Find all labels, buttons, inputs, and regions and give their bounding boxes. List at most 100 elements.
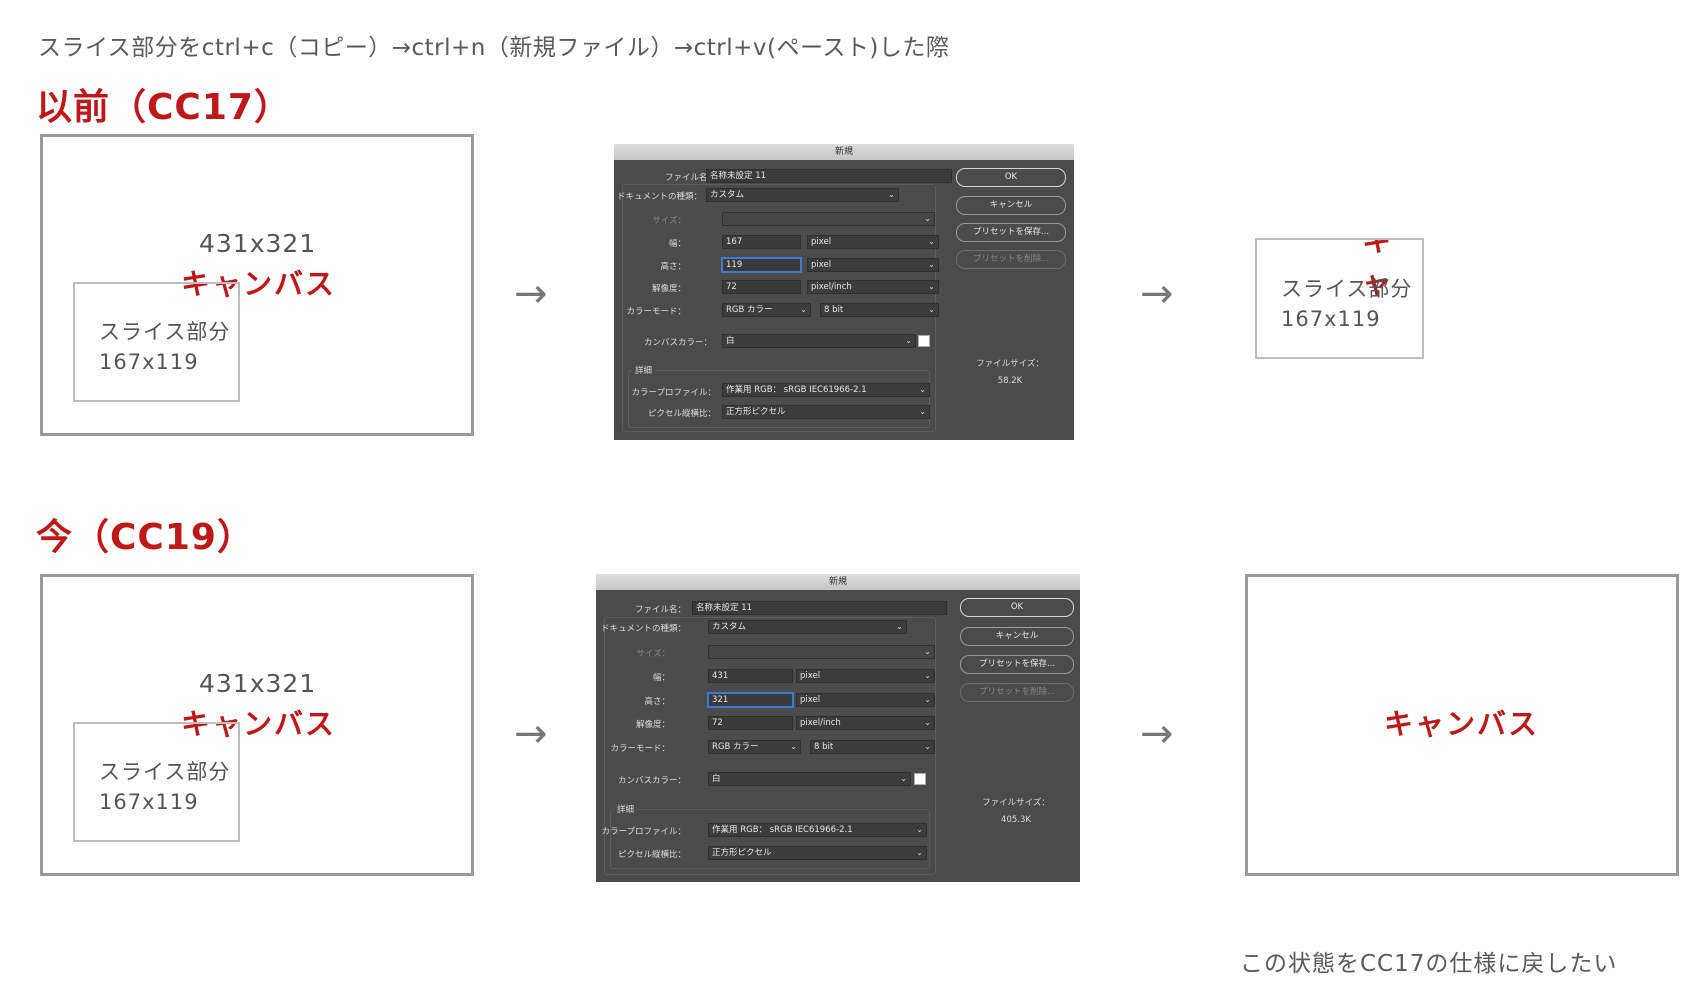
aspect-label: ピクセル縦横比： [647, 409, 716, 419]
height-label: 高さ： [644, 697, 670, 707]
width-unit-select[interactable]: pixel ⌄ [807, 235, 939, 249]
slice-dimensions: 167x119 [99, 350, 199, 374]
slice-dimensions: 167x119 [1281, 307, 1381, 331]
resolution-label: 解像度： [635, 720, 670, 730]
profile-value: 作業用 RGB： sRGB IEC61966-2.1 [726, 385, 867, 395]
resolution-unit-select[interactable]: pixel/inch ⌄ [807, 280, 939, 294]
colormode-value: RGB カラー [712, 742, 759, 752]
colormode-value: RGB カラー [726, 305, 773, 315]
slice-name: スライス部分 [99, 760, 231, 784]
delete-preset-button: プリセットを削除... [956, 250, 1066, 269]
chevron-down-icon: ⌄ [916, 825, 923, 834]
canvascolor-select[interactable]: 白⌄ [722, 334, 916, 348]
details-group [610, 809, 930, 869]
cancel-button[interactable]: キャンセル [956, 196, 1066, 215]
canvas-color-swatch[interactable] [914, 773, 926, 785]
chevron-down-icon: ⌄ [924, 214, 931, 223]
height-unit-select[interactable]: pixel⌄ [796, 693, 935, 707]
canvascolor-value: 白 [726, 336, 735, 346]
canvascolor-select[interactable]: 白⌄ [708, 772, 911, 786]
aspect-value: 正方形ピクセル [712, 848, 772, 858]
colormode-select[interactable]: RGB カラー⌄ [708, 740, 801, 754]
document-group [604, 617, 936, 875]
filename-input[interactable]: 名称未設定 11 [706, 169, 952, 183]
chevron-down-icon: ⌄ [928, 237, 935, 246]
aspect-select[interactable]: 正方形ピクセル⌄ [708, 846, 927, 860]
canvas-dimensions: 431x321 [199, 229, 317, 258]
slice-name: スライス部分 [99, 320, 231, 344]
profile-label: カラープロファイル： [631, 388, 717, 398]
dialog-title: 新規 [614, 144, 1074, 160]
doctype-select[interactable]: カスタム ⌄ [708, 620, 907, 634]
resolution-unit-value: pixel/inch [811, 282, 852, 292]
slice-label: スライス部分 167x119 [99, 757, 230, 817]
canvas-label: キャンバス [1384, 707, 1540, 741]
canvas-dimensions: 431x321 [199, 669, 317, 698]
colormode-select[interactable]: RGB カラー ⌄ [722, 303, 811, 317]
doctype-value: カスタム [712, 622, 747, 632]
bitdepth-select[interactable]: 8 bit⌄ [820, 303, 939, 317]
details-group [628, 370, 930, 428]
chevron-down-icon: ⌄ [905, 336, 912, 345]
canvas-color-swatch[interactable] [918, 335, 930, 347]
doctype-label: ドキュメントの種類： [616, 192, 702, 202]
before-result-canvas: キャ スライス部分 167x119 [1255, 238, 1424, 359]
chevron-down-icon: ⌄ [919, 407, 926, 416]
save-preset-button[interactable]: プリセットを保存... [956, 223, 1066, 242]
height-unit-select[interactable]: pixel ⌄ [807, 258, 939, 272]
bitdepth-select[interactable]: 8 bit ⌄ [810, 740, 935, 754]
width-label: 幅： [668, 239, 686, 249]
chevron-down-icon: ⌄ [800, 305, 807, 314]
right-arrow-icon: → [514, 711, 548, 757]
cancel-button[interactable]: キャンセル [960, 627, 1074, 646]
details-label: 詳細 [632, 364, 656, 376]
chevron-down-icon: ⌄ [928, 282, 935, 291]
width-unit-value: pixel [811, 237, 832, 247]
canvas-label: キャンバス [181, 267, 337, 301]
new-document-dialog-cc19: 新規 ファイル名： 名称未設定 11 ドキュメントの種類： カスタム⌄ サイズ：… [596, 574, 1080, 882]
bitdepth-value: 8 bit [824, 305, 844, 315]
new-document-dialog-cc17: 新規 ファイル名： 名称未設定 11 ドキュメントの種類： カスタム⌄ サイズ：… [614, 144, 1074, 440]
resolution-unit-select[interactable]: pixel/inch⌄ [796, 716, 935, 730]
filesize-label: ファイルサイズ： [976, 359, 1044, 369]
resolution-input[interactable]: 72 [722, 280, 801, 294]
aspect-select[interactable]: 正方形ピクセル⌄ [722, 405, 930, 419]
width-label: 幅： [652, 673, 670, 683]
chevron-down-icon: ⌄ [924, 742, 931, 751]
save-preset-button[interactable]: プリセットを保存... [960, 655, 1074, 674]
delete-preset-button: プリセットを削除... [960, 683, 1074, 702]
resolution-label: 解像度： [651, 284, 686, 294]
width-unit-select[interactable]: pixel⌄ [796, 669, 935, 683]
size-select: ⌄ [708, 645, 935, 659]
width-input[interactable]: 431 [708, 669, 793, 683]
bitdepth-value: 8 bit [814, 742, 834, 752]
width-unit-value: pixel [800, 671, 821, 681]
filename-label: ファイル名： [664, 173, 716, 183]
resolution-input[interactable]: 72 [708, 716, 793, 730]
height-input[interactable]: 119 [721, 257, 802, 273]
slice-dimensions: 167x119 [99, 790, 199, 814]
chevron-down-icon: ⌄ [928, 260, 935, 269]
ok-button[interactable]: OK [960, 598, 1074, 617]
colormode-label: カラーモード： [610, 744, 670, 754]
chevron-down-icon: ⌄ [896, 622, 903, 631]
profile-select[interactable]: 作業用 RGB： sRGB IEC61966-2.1 ⌄ [722, 383, 930, 397]
slice-name: スライス部分 [1281, 277, 1413, 301]
height-input[interactable]: 321 [707, 692, 794, 708]
profile-select[interactable]: 作業用 RGB： sRGB IEC61966-2.1⌄ [708, 823, 927, 837]
doctype-label: ドキュメントの種類： [600, 624, 686, 634]
ok-button[interactable]: OK [956, 168, 1066, 187]
slice-label: スライス部分 167x119 [99, 317, 230, 377]
height-unit-value: pixel [800, 695, 821, 705]
height-unit-value: pixel [811, 260, 832, 270]
filename-input[interactable]: 名称未設定 11 [692, 601, 947, 615]
colormode-label: カラーモード： [626, 307, 686, 317]
canvascolor-label: カンバスカラー： [643, 338, 712, 348]
canvas-label-clipped: キャ [1362, 238, 1394, 300]
chevron-down-icon: ⌄ [924, 718, 931, 727]
width-input[interactable]: 167 [722, 235, 801, 249]
chevron-down-icon: ⌄ [919, 385, 926, 394]
doctype-select[interactable]: カスタム⌄ [706, 188, 899, 202]
chevron-down-icon: ⌄ [888, 190, 895, 199]
filesize-value: 58.2K [997, 376, 1023, 386]
